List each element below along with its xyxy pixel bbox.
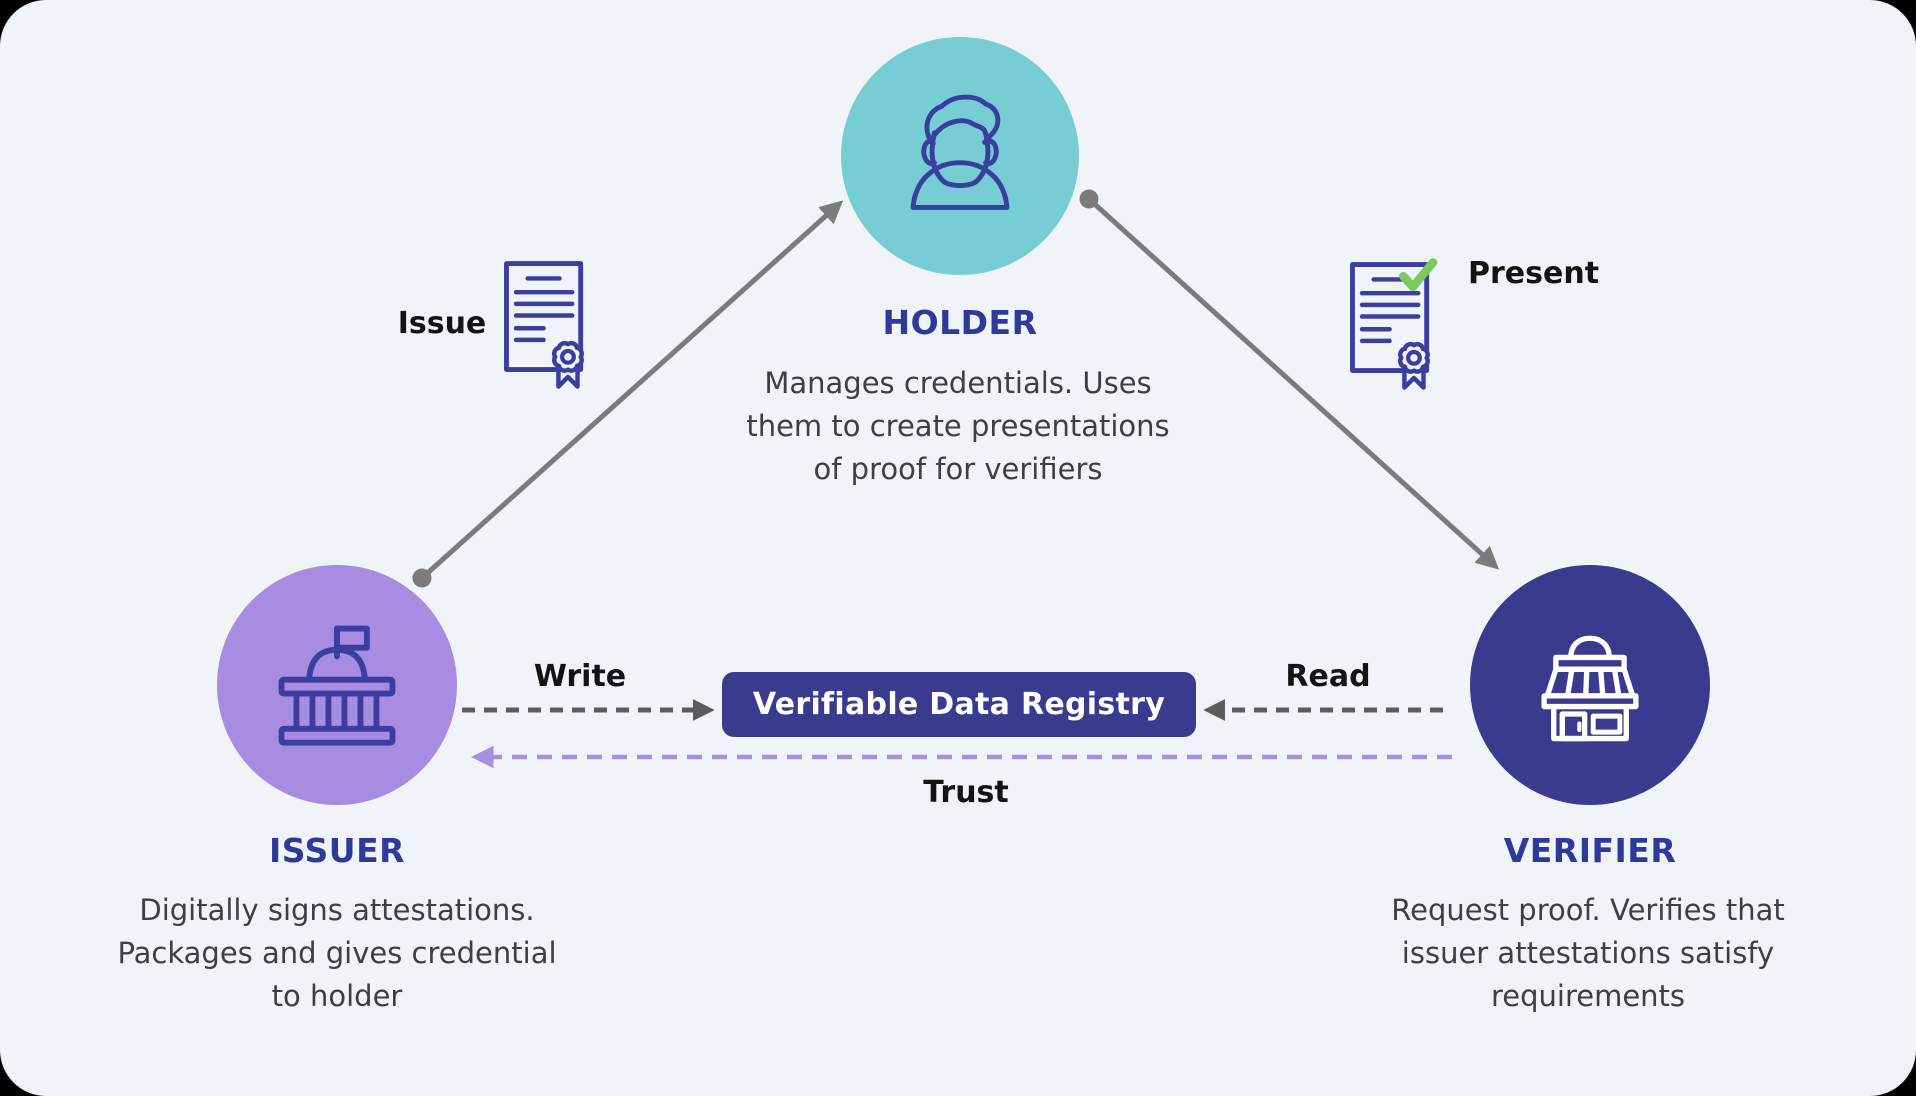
issuer-description: Digitally signs attestations. Packages a…	[117, 893, 557, 1013]
holder-node	[841, 37, 1079, 275]
storefront-icon	[1541, 635, 1639, 742]
holder-description: Manages credentials. Uses them to create…	[746, 366, 1170, 486]
verifier-description: Request proof. Verifies that issuer atte…	[1391, 893, 1785, 1013]
registry-box: Verifiable Data Registry	[722, 672, 1196, 737]
holder-title: HOLDER	[882, 303, 1038, 342]
green-checkmark-icon	[1399, 258, 1438, 292]
issuer-node	[217, 565, 457, 805]
read-label: Read	[1285, 659, 1371, 694]
trust-label: Trust	[923, 775, 1009, 810]
certificate-icon	[504, 261, 584, 389]
person-icon	[910, 94, 1010, 210]
issue-arrow	[412, 200, 844, 588]
present-arrow	[1079, 189, 1500, 570]
write-label: Write	[533, 659, 627, 694]
present-label: Present	[1468, 256, 1600, 291]
issuer-title: ISSUER	[268, 831, 406, 870]
registry-label: Verifiable Data Registry	[752, 687, 1166, 722]
certificate-with-checkmark-icon	[1350, 258, 1438, 390]
government-building-icon	[278, 625, 396, 746]
issue-label: Issue	[397, 306, 487, 341]
verifier-title: VERIFIER	[1503, 831, 1677, 870]
verifier-node	[1470, 565, 1710, 805]
